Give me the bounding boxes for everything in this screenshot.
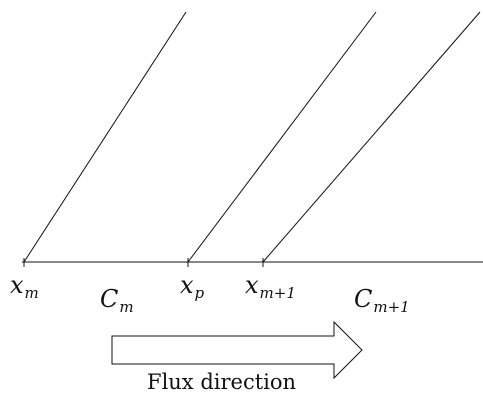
- characteristic-line-xp: [187, 11, 377, 263]
- flux-direction-caption: Flux direction: [147, 370, 297, 394]
- label-x-m: xm: [10, 271, 39, 302]
- label-cell-c-m-plus-1: Cm+1: [354, 285, 410, 316]
- characteristic-line-xm1: [262, 11, 481, 263]
- label-cell-c-m: Cm: [100, 285, 134, 316]
- label-x-p: xp: [180, 271, 205, 302]
- characteristic-line-xm: [23, 11, 187, 263]
- label-x-m-plus-1: xm+1: [245, 271, 296, 302]
- flux-arrow: [111, 320, 363, 380]
